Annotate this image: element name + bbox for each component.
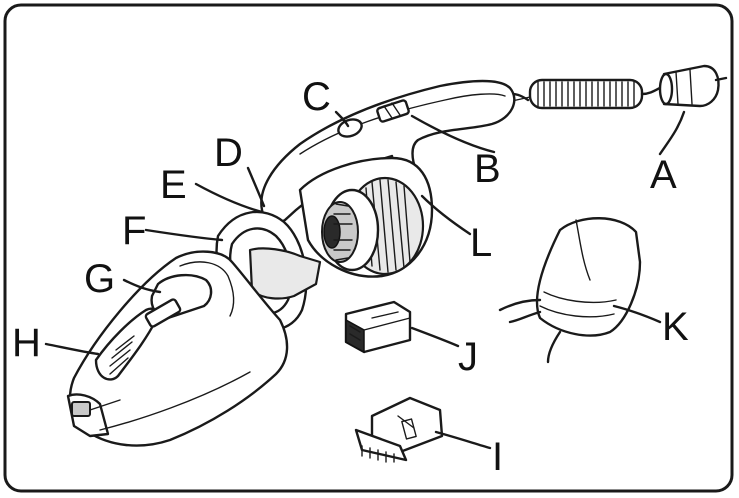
label-f: F (122, 209, 146, 253)
label-e: E (160, 163, 187, 207)
label-b: B (474, 147, 501, 191)
brush-tool (354, 396, 444, 463)
label-j: J (458, 335, 478, 379)
handle-motor-body (260, 79, 516, 278)
label-a: A (650, 153, 677, 197)
power-cord-plug (503, 64, 728, 110)
crevice-tool (344, 300, 412, 354)
dust-bowl-nozzle (66, 250, 289, 447)
label-l: L (470, 221, 492, 265)
label-d: D (214, 131, 243, 175)
leader-lines (44, 110, 686, 450)
part-labels: A B C D E F G H I J K L (12, 75, 689, 479)
label-k: K (662, 305, 689, 349)
label-g: G (84, 257, 115, 301)
label-h: H (12, 321, 41, 365)
label-c: C (302, 75, 331, 119)
label-i: I (492, 435, 503, 479)
